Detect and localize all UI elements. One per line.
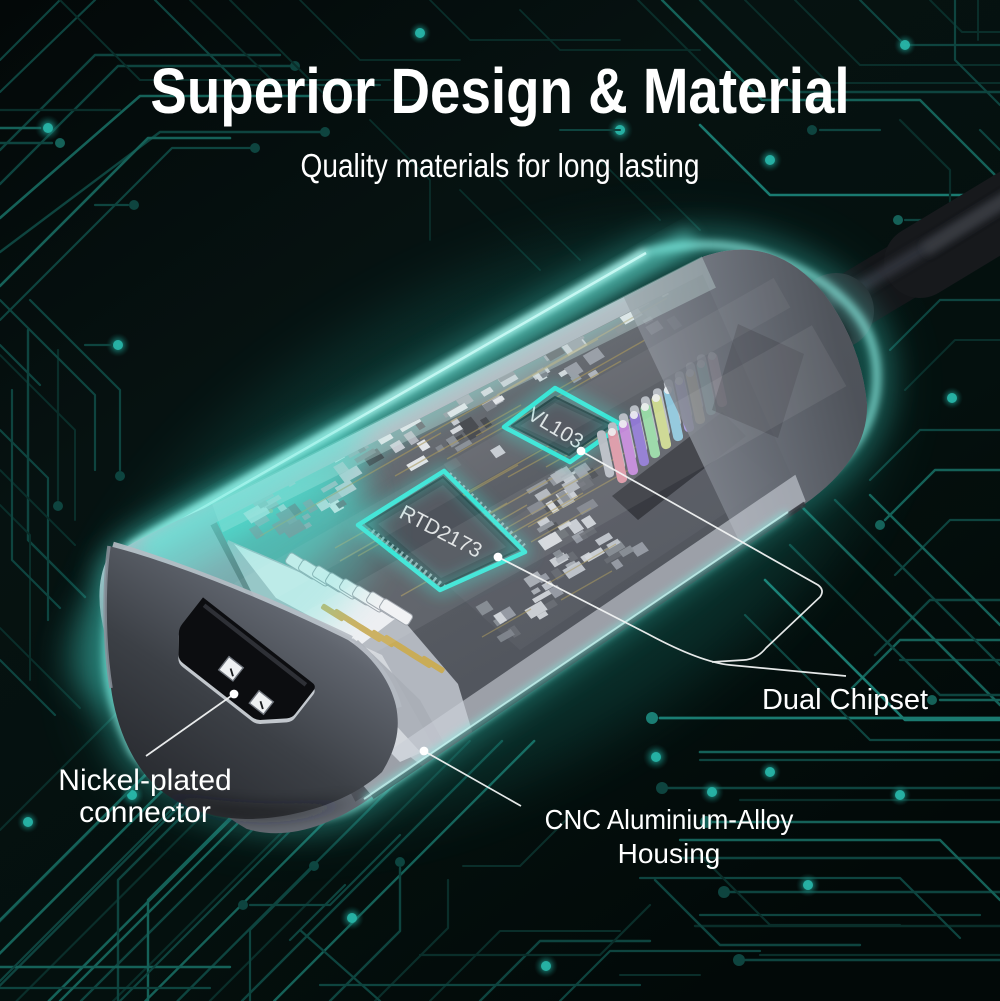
svg-text:connector: connector	[79, 796, 211, 829]
svg-text:Superior Design & Material: Superior Design & Material	[150, 55, 849, 127]
svg-text:Nickel-plated: Nickel-plated	[58, 764, 231, 797]
svg-text:CNC Aluminium-Alloy: CNC Aluminium-Alloy	[545, 804, 794, 835]
svg-text:Dual Chipset: Dual Chipset	[762, 684, 928, 716]
svg-text:Housing: Housing	[618, 838, 721, 869]
svg-text:Quality materials for long las: Quality materials for long lasting	[301, 148, 700, 185]
